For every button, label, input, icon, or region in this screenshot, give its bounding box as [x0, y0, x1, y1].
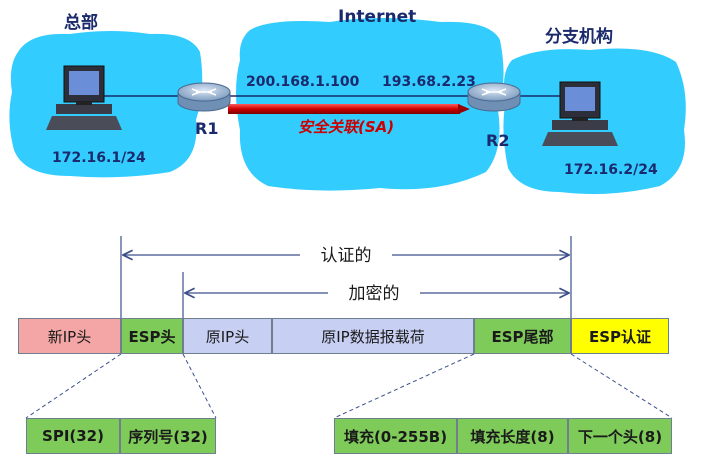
field-next-header: 下一个头(8)	[568, 418, 672, 454]
hq-computer-icon	[46, 65, 122, 130]
field-pad-length: 填充长度(8)	[457, 418, 568, 454]
esp-trailer-expand-left	[333, 353, 475, 419]
auth-range-label: 认证的	[321, 246, 372, 266]
packet-new-ip-header: 新IP头	[18, 318, 121, 354]
packet-orig-ip-header: 原IP头	[183, 318, 272, 354]
router-r1-icon	[177, 82, 231, 112]
field-spi: SPI(32)	[26, 418, 120, 454]
field-padding: 填充(0-255B)	[334, 418, 457, 454]
branch-label: 分支机构	[545, 26, 613, 47]
hq-label: 总部	[64, 12, 98, 33]
sa-tunnel	[228, 104, 460, 114]
packet-orig-payload: 原IP数据报载荷	[272, 318, 474, 354]
packet-esp-header: ESP头	[121, 318, 183, 354]
router-r2-icon	[467, 82, 521, 112]
esp-trailer-expand-right	[570, 353, 673, 419]
encrypt-range-label: 加密的	[349, 284, 400, 304]
r2-label: R2	[486, 131, 509, 150]
esp-header-expand-left	[25, 353, 122, 419]
sa-label: 安全关联(SA)	[298, 118, 394, 136]
r1-ip-label: 200.168.1.100	[246, 74, 360, 90]
r2-ip-label: 193.68.2.23	[382, 74, 476, 90]
packet-esp-trailer: ESP尾部	[474, 318, 571, 354]
field-sequence-number: 序列号(32)	[120, 418, 216, 454]
r1-label: R1	[195, 119, 218, 138]
packet-esp-auth: ESP认证	[571, 318, 669, 354]
internet-label: Internet	[338, 7, 416, 27]
hq-subnet-label: 172.16.1/24	[52, 150, 146, 166]
branch-computer-icon	[542, 81, 618, 146]
sa-tunnel-tip	[458, 104, 470, 114]
esp-header-expand-right	[182, 353, 217, 419]
branch-subnet-label: 172.16.2/24	[564, 162, 658, 178]
